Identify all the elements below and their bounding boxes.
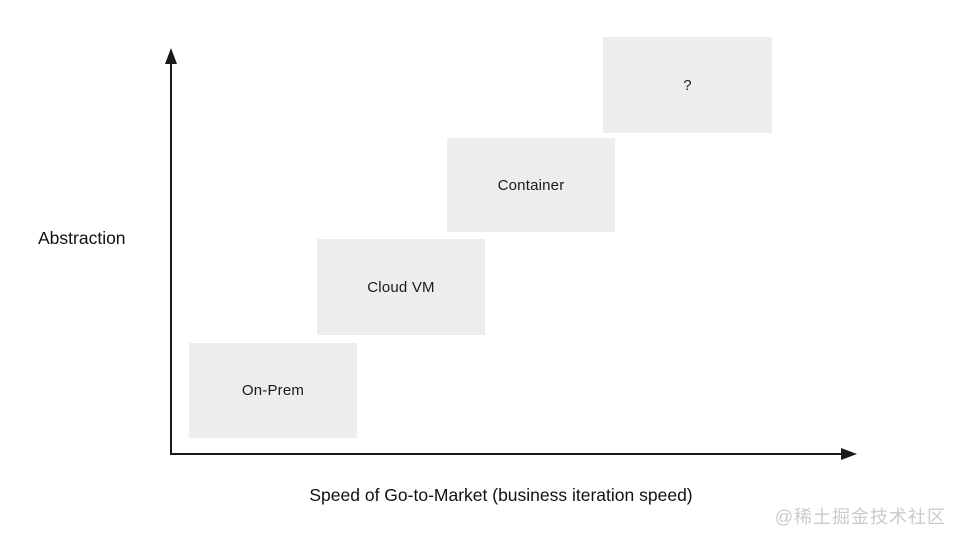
step-box-on-prem: On-Prem — [189, 343, 357, 438]
step-box-label: Cloud VM — [367, 278, 435, 296]
x-axis-label: Speed of Go-to-Market (business iteratio… — [309, 485, 693, 505]
y-axis-label: Abstraction — [38, 228, 126, 248]
step-box-label: On-Prem — [241, 382, 305, 399]
watermark: @稀土掘金技术社区 — [774, 507, 946, 527]
step-box-label: ? — [683, 76, 692, 94]
step-box-cloud-vm: Cloud VM — [317, 239, 485, 335]
x-axis-arrow-icon — [841, 448, 857, 460]
y-axis-arrow-icon — [165, 48, 177, 64]
step-box-unknown: ? — [603, 37, 772, 133]
step-box-label: Container — [497, 176, 565, 194]
step-box-container: Container — [447, 138, 615, 232]
